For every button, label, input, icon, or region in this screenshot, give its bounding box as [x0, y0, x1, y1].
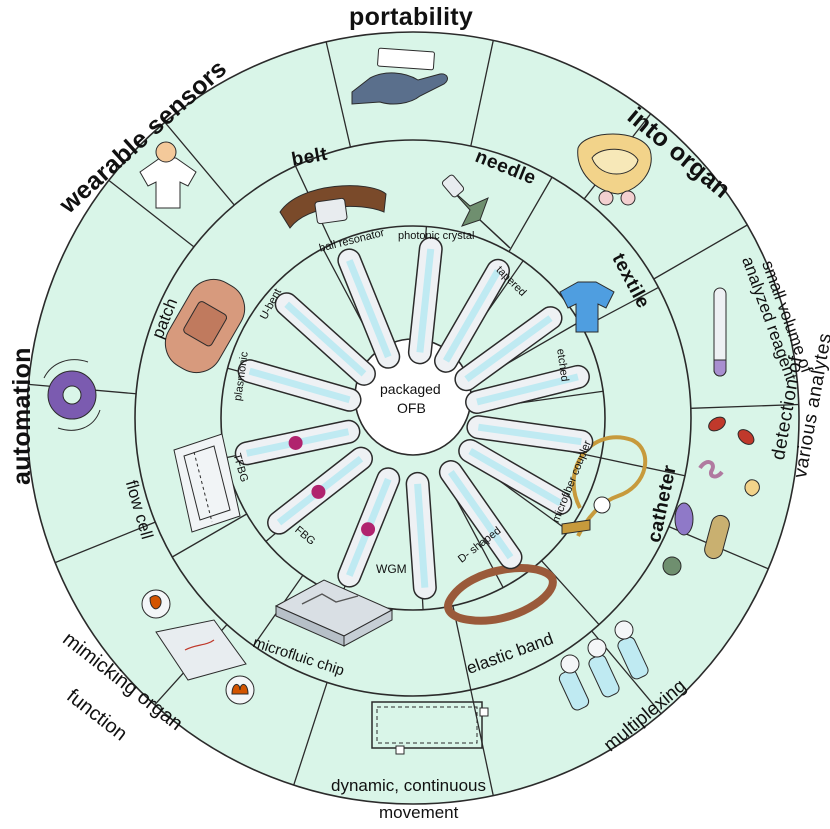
- outer-divider: [325, 41, 352, 148]
- outer-divider: [293, 682, 328, 786]
- cells-icon: [662, 416, 760, 576]
- organ-icon: [577, 133, 652, 206]
- patch-icon: [164, 278, 246, 374]
- label-dynamic-1: dynamic, continuous: [331, 776, 486, 795]
- fiber-spoke: [458, 439, 573, 515]
- fiber-spoke: [405, 471, 437, 600]
- label-automation: automation: [8, 347, 36, 485]
- elastic-band-icon: [444, 564, 557, 625]
- fiber-spoke: [234, 419, 361, 466]
- fiber-spoke: [337, 248, 401, 369]
- fiber-spoke: [465, 364, 590, 415]
- fiber-spoke: [434, 258, 510, 373]
- fiber-spoke: [337, 467, 401, 588]
- fiber-spoke: [237, 359, 362, 412]
- fiber-spoke: [466, 415, 594, 454]
- multiplex-sensors-icon: [558, 620, 649, 711]
- needle-icon: [441, 174, 511, 249]
- center-line-1: packaged: [380, 381, 441, 397]
- microfluidic-chip-icon: [274, 579, 394, 647]
- fiber-spoke: [274, 292, 376, 386]
- outer-divider: [164, 121, 235, 206]
- flow-cell-icon: [173, 433, 241, 533]
- middle-divider: [540, 560, 600, 626]
- label-photonic-crystal: photonic crystal: [398, 230, 475, 242]
- outer-divider: [54, 521, 156, 564]
- catheter-icon: [561, 435, 648, 537]
- flow-loop-icon: [371, 701, 489, 755]
- label-dynamic-2: movement: [379, 803, 459, 822]
- organ-chip-icon: [141, 589, 255, 705]
- fiber-spoke: [267, 446, 373, 535]
- shirt-icon: [139, 141, 197, 209]
- belt-icon: [279, 185, 387, 229]
- outer-divider: [108, 179, 195, 248]
- hand-icon: [351, 47, 448, 105]
- outer-divider: [690, 403, 799, 409]
- outer-divider: [470, 40, 494, 147]
- fiber-spoke: [438, 460, 523, 570]
- fiber-spoke: [454, 306, 563, 392]
- label-portability: portability: [349, 3, 474, 31]
- label-wgm: WGM: [376, 562, 407, 576]
- middle-divider: [171, 513, 248, 558]
- test-tube-icon: [713, 287, 727, 377]
- gear-cycle-icon: [43, 359, 101, 431]
- outer-divider: [653, 224, 748, 280]
- textile-shirt-icon: [559, 281, 615, 333]
- center-line-2: OFB: [397, 400, 426, 416]
- fiber-spoke: [407, 236, 443, 365]
- middle-divider: [508, 176, 553, 253]
